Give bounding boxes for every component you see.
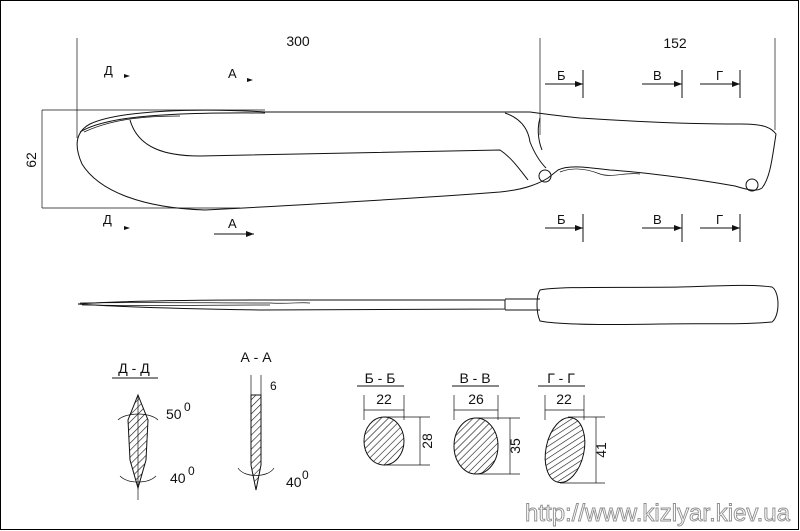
section-gg: Г - Г 22 41 xyxy=(538,370,609,484)
section-gg-height: 41 xyxy=(593,442,609,458)
section-vv-width: 26 xyxy=(468,391,484,407)
mark-b-top: Б xyxy=(557,68,566,83)
svg-text:0: 0 xyxy=(188,464,195,478)
section-gg-width: 22 xyxy=(556,391,572,407)
section-dd: Д - Д 50 0 40 0 xyxy=(112,360,195,500)
svg-text:0: 0 xyxy=(184,400,191,414)
section-vv-height: 35 xyxy=(507,438,523,454)
mark-b-bottom: Б xyxy=(557,212,566,227)
watermark-url: http://www.kizlyar.kiev.ua xyxy=(525,500,791,527)
section-aa-thickness: 6 xyxy=(270,379,277,393)
section-bb-width: 22 xyxy=(376,391,392,407)
mark-d-top: Д xyxy=(104,63,113,78)
dim-blade-length: 300 xyxy=(286,33,310,49)
mark-g-bottom: Г xyxy=(716,212,723,227)
knife-top-view xyxy=(77,284,779,326)
dim-blade-height: 62 xyxy=(23,152,39,168)
section-dd-angle-top: 50 xyxy=(166,406,182,422)
dim-handle-length: 152 xyxy=(663,35,687,51)
mark-v-bottom: В xyxy=(653,212,662,227)
section-vv: В - В 26 35 xyxy=(452,370,523,475)
section-bb: Б - Б 22 28 xyxy=(357,370,435,466)
section-aa: А - А 6 40 0 xyxy=(237,349,309,491)
svg-text:0: 0 xyxy=(302,468,309,482)
section-aa-title: А - А xyxy=(240,349,272,365)
mark-g-top: Г xyxy=(716,68,723,83)
section-vv-title: В - В xyxy=(459,370,490,386)
section-gg-title: Г - Г xyxy=(547,370,575,386)
section-markers-top: Д А Б В Г xyxy=(104,63,741,98)
section-dd-title: Д - Д xyxy=(118,360,150,376)
mark-d-bottom: Д xyxy=(103,212,112,227)
section-bb-title: Б - Б xyxy=(365,370,396,386)
mark-v-top: В xyxy=(653,68,662,83)
mark-a-top: А xyxy=(228,66,237,81)
section-bb-height: 28 xyxy=(419,433,435,449)
section-dd-angle-bottom: 40 xyxy=(170,470,186,486)
mark-a-bottom: А xyxy=(228,216,237,231)
knife-side-view xyxy=(76,109,777,211)
section-markers-bottom: Д А Б В Г xyxy=(103,212,741,242)
section-aa-angle: 40 xyxy=(286,474,302,490)
